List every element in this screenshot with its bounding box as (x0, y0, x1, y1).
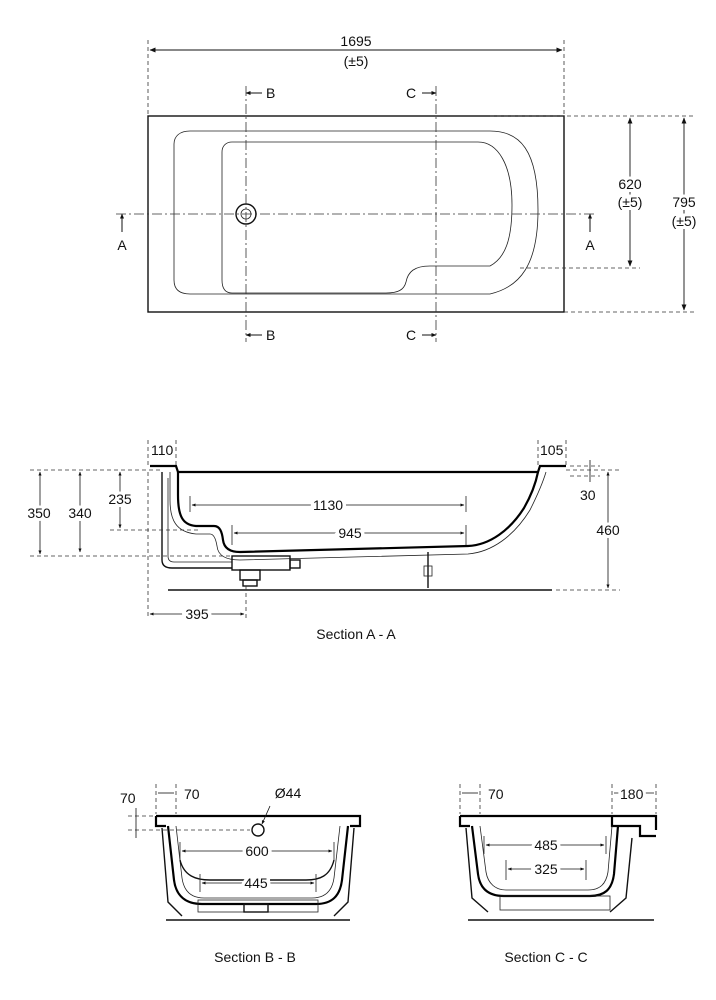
dim-395: 395 (185, 606, 209, 622)
section-b-label-top: B (266, 85, 275, 101)
dim-180: 180 (620, 786, 644, 802)
section-c-label-top: C (406, 85, 416, 101)
waste-trap (231, 555, 291, 571)
dim-485: 485 (534, 837, 558, 853)
dim-445: 445 (244, 875, 268, 891)
section-bb-waste (251, 823, 265, 837)
dim-70-top-b: 70 (184, 786, 200, 802)
dim-235: 235 (108, 491, 132, 507)
section-cc-caption: Section C - C (504, 949, 587, 965)
dim-340: 340 (68, 505, 92, 521)
section-c-label-bottom: C (406, 327, 416, 343)
dim-460: 460 (596, 522, 620, 538)
plan-view: A A B B C C 1695 (±5) 620 (±5) 795 (±5) (116, 33, 699, 343)
dim-325: 325 (534, 861, 558, 877)
section-aa-shell (176, 471, 540, 554)
dim-1695-tolerance: (±5) (344, 53, 369, 69)
dim-1695: 1695 (340, 33, 371, 49)
dim-600: 600 (245, 843, 269, 859)
dim-1130: 1130 (313, 497, 343, 513)
section-bb-caption: Section B - B (214, 949, 296, 965)
dim-110: 110 (151, 442, 174, 458)
section-aa-caption: Section A - A (316, 626, 396, 642)
dim-waste-dia: Ø44 (275, 785, 302, 801)
dim-70-side-b: 70 (120, 790, 136, 806)
plan-inner-basin (173, 130, 539, 295)
dim-620: 620 (618, 176, 642, 192)
dim-795: 795 (672, 194, 696, 210)
dim-70-c: 70 (488, 786, 504, 802)
section-aa-rim (150, 464, 566, 474)
plan-floor-outline (221, 141, 513, 294)
dim-105: 105 (540, 442, 564, 458)
section-aa-view: 110 105 350 340 235 1130 945 395 (24, 440, 623, 643)
section-a-label-right: A (585, 237, 595, 253)
section-a-label-left: A (117, 237, 127, 253)
section-b-label-bottom: B (266, 327, 275, 343)
dim-945: 945 (338, 525, 362, 541)
section-bb-shell (166, 825, 350, 906)
dim-350: 350 (27, 505, 51, 521)
dim-620-tolerance: (±5) (618, 194, 643, 210)
dim-30: 30 (580, 487, 596, 503)
section-bb-view: Ø44 70 70 600 445 Section B - B (120, 784, 362, 965)
dim-795-tolerance: (±5) (672, 213, 697, 229)
section-cc-view: 70 180 485 325 Section C - C (458, 783, 658, 965)
